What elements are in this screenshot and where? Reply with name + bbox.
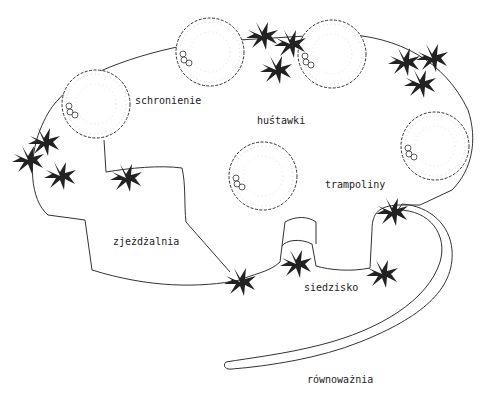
area-label: trampoliny [324, 179, 386, 191]
area-label: zjeżdżalnia [112, 236, 180, 248]
area-label: siedzisko [303, 282, 359, 294]
area-label: huśtawki [256, 115, 306, 127]
area-label: schronienie [134, 95, 202, 107]
area-label: równoważnia [306, 374, 374, 386]
